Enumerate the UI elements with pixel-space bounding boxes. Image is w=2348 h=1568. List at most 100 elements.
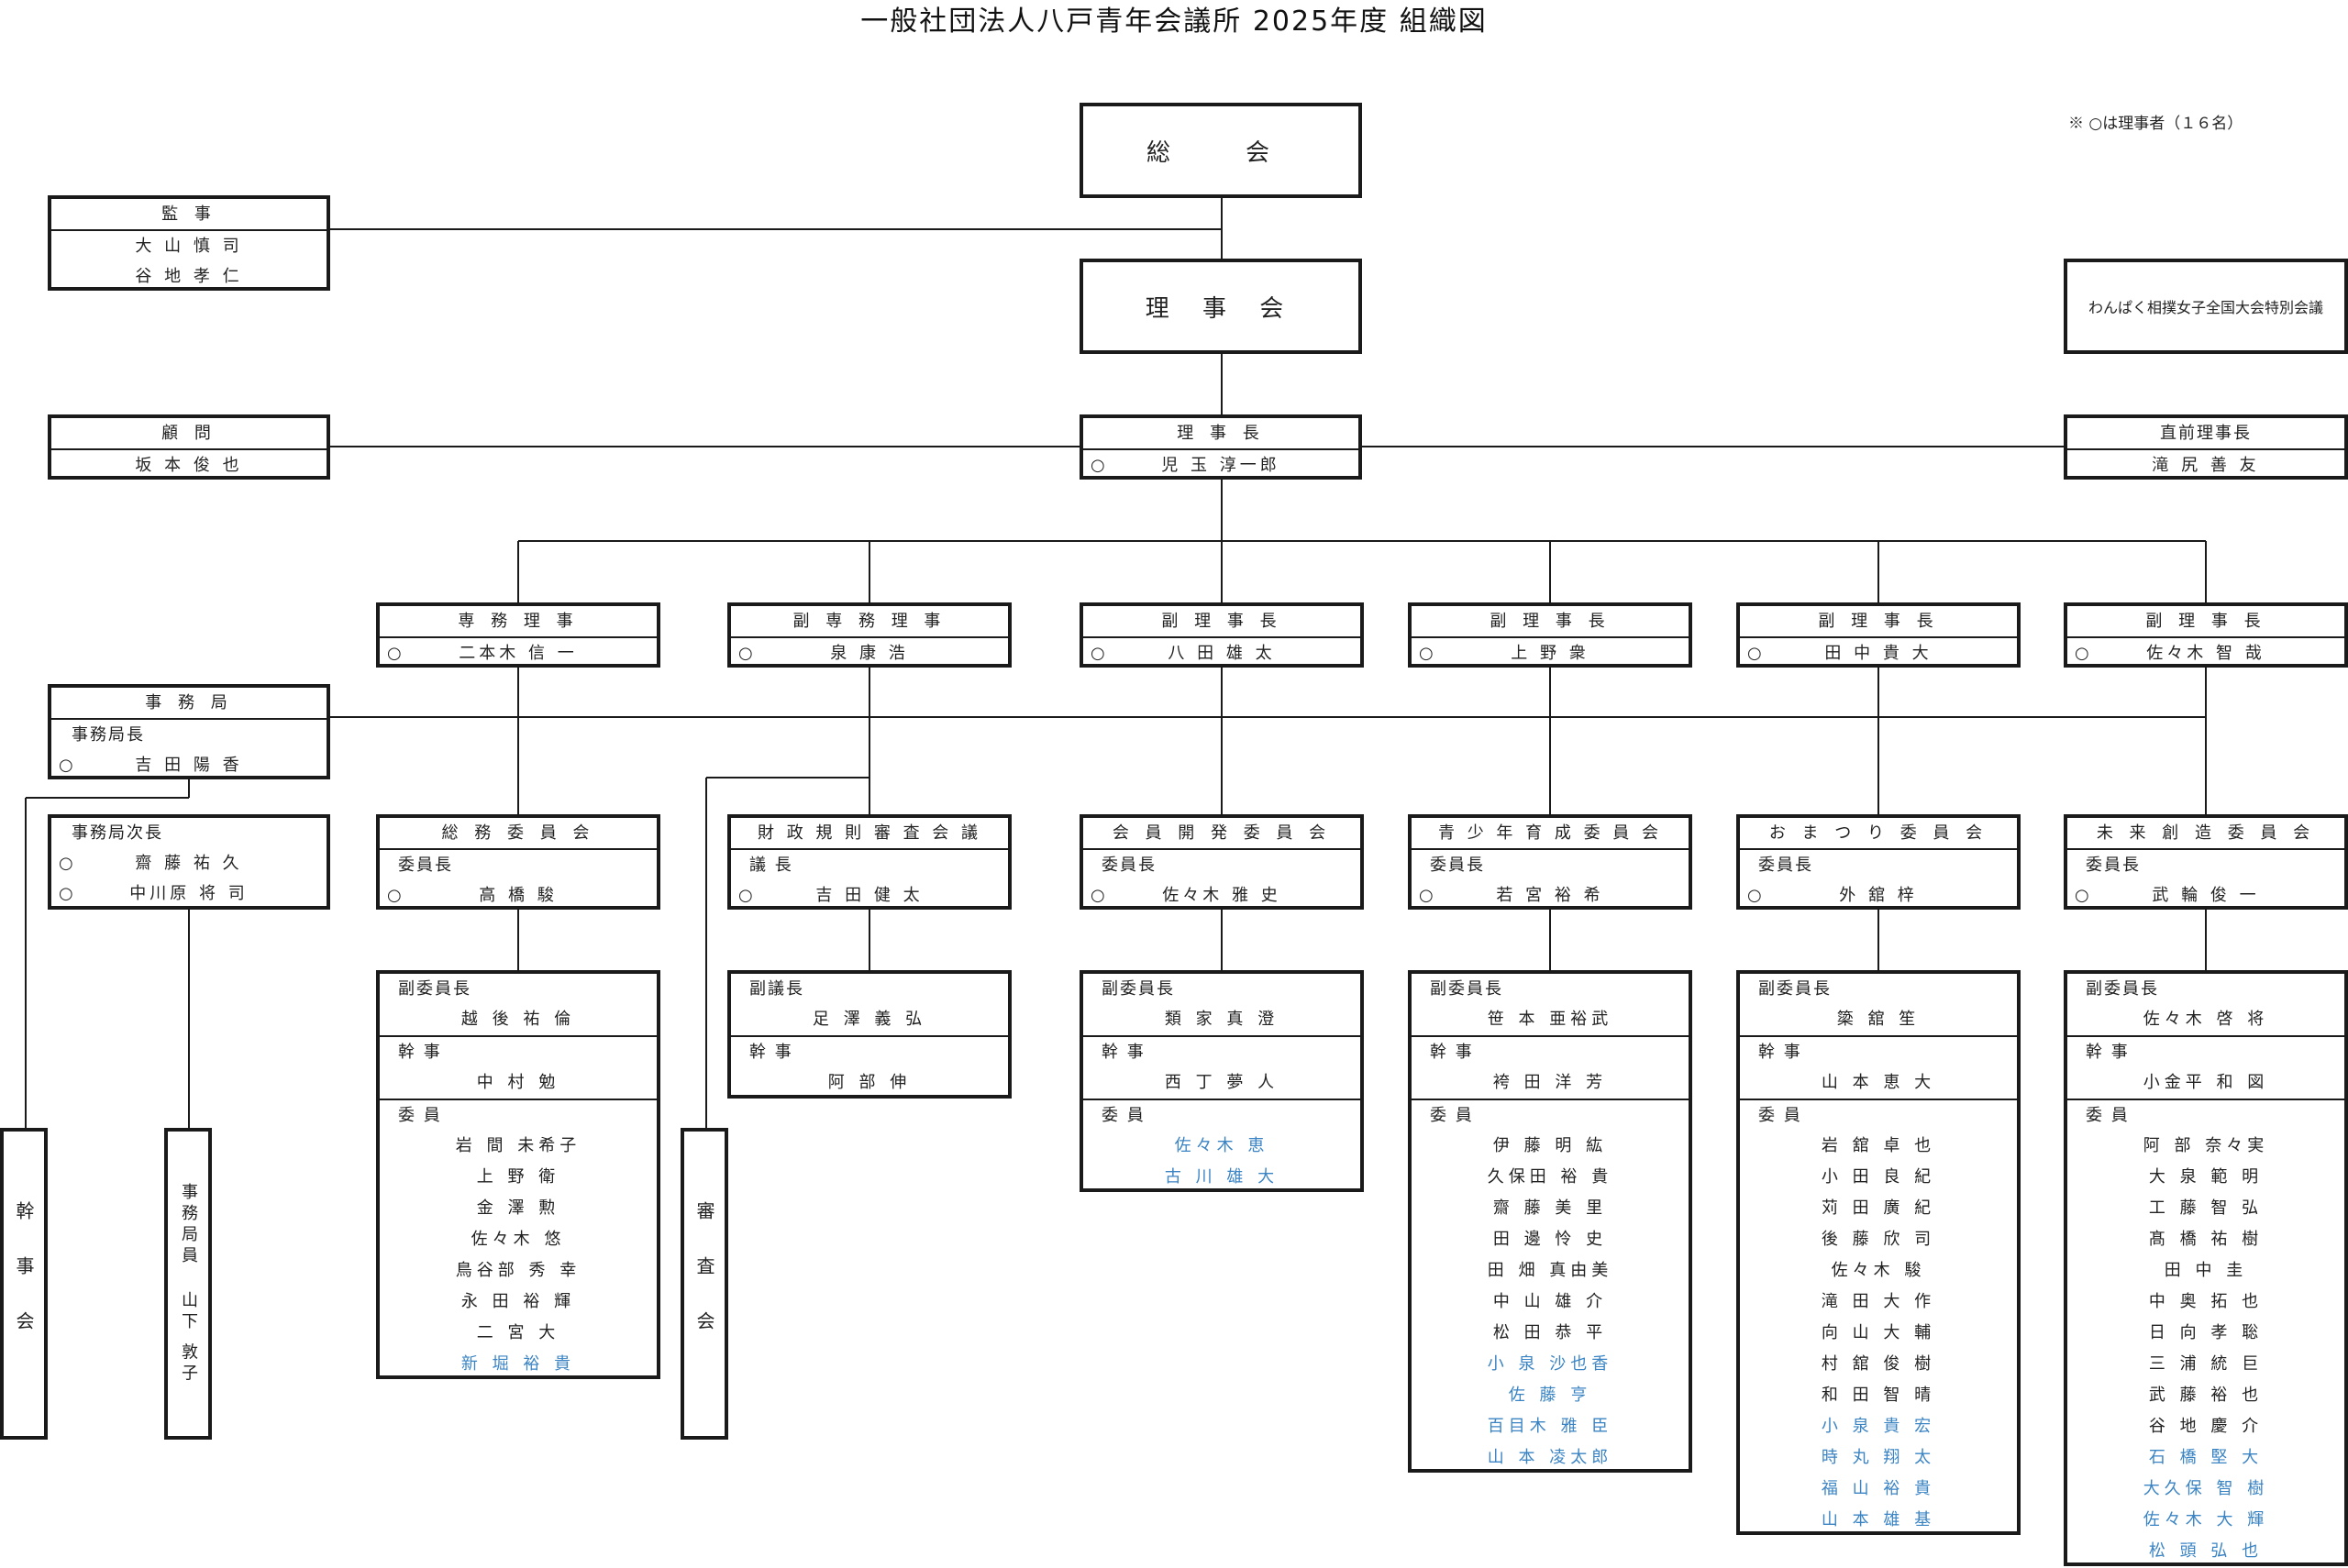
member-role-label: 委 員 (1102, 1106, 1146, 1125)
special-meeting-box: わんぱく相撲女子全国大会特別会議 (2064, 259, 2348, 354)
member-name: 笹 本 亜裕武 (1487, 1010, 1613, 1029)
member-section: 幹 事小金平 和 図 (2067, 1035, 2344, 1099)
director-mark: ○ (1747, 886, 1762, 905)
member-name: 山 本 恵 大 (1821, 1073, 1936, 1092)
executive-council-box: 幹事会 (0, 1128, 48, 1440)
secretariat-title: 事 務 局 (51, 688, 327, 720)
member-name: 越 後 祐 倫 (460, 1010, 576, 1029)
member-role-label: 委 員 (398, 1106, 442, 1125)
committee-chair-name: 武 輪 俊 一 (2152, 886, 2260, 905)
committee-chair-name: 佐々木 雅 史 (1162, 886, 1281, 905)
member-name: 久保田 裕 貴 (1487, 1167, 1613, 1187)
past-president-title: 直前理事長 (2067, 418, 2344, 450)
committee-box: 総 務 委 員 会 委員長 ○高 橋 駿 (376, 814, 660, 910)
member-role-label: 副議長 (749, 979, 804, 999)
officer-name: 佐々木 智 哉 (2146, 644, 2265, 663)
committee-box: 未 来 創 造 委 員 会 委員長 ○武 輪 俊 一 (2064, 814, 2348, 910)
committee-member-box: 副委員長笹 本 亜裕武幹 事袴 田 洋 芳委 員伊 藤 明 紘久保田 裕 貴齋 … (1408, 970, 1692, 1473)
member-name: 岩 舘 卓 也 (1821, 1136, 1936, 1155)
member-name: 滝 田 大 作 (1821, 1292, 1936, 1311)
member-name: 苅 田 廣 紀 (1821, 1198, 1936, 1218)
secretariat-staff-box: 事務局員 山下 敦子 (164, 1128, 212, 1440)
member-section: 副委員長類 家 真 澄 (1083, 974, 1360, 1035)
committee-title: 未 来 創 造 委 員 会 (2067, 818, 2344, 850)
member-name: 金 澤 勲 (476, 1198, 560, 1218)
member-section: 委 員伊 藤 明 紘久保田 裕 貴齋 藤 美 里田 邊 怜 史田 畑 真由美中 … (1412, 1099, 1689, 1474)
member-name: 工 藤 智 弘 (2148, 1198, 2264, 1218)
past-president-box: 直前理事長 滝 尻 善 友 (2064, 414, 2348, 480)
member-role-label: 幹 事 (749, 1043, 793, 1062)
committee-role-label: 議 長 (749, 856, 793, 875)
member-section: 幹 事中 村 勉 (380, 1035, 657, 1099)
officer-name: 二本木 信 一 (459, 644, 578, 663)
member-name: 武 藤 裕 也 (2148, 1386, 2264, 1405)
officer-title: 副 理 事 長 (1083, 606, 1360, 638)
president-title: 理 事 長 (1083, 418, 1358, 450)
advisor-title: 顧 問 (51, 418, 327, 450)
advisor-box: 顧 問 坂 本 俊 也 (48, 414, 330, 480)
officer-name: 上 野 衆 (1511, 644, 1589, 663)
member-section: 副委員長佐々木 啓 将 (2067, 974, 2344, 1035)
secretariat-box: 事 務 局 事務局長 ○ 吉 田 陽 香 (48, 684, 330, 779)
secretariat-chief-name: 吉 田 陽 香 (135, 756, 243, 775)
member-name: 田 畑 真由美 (1487, 1261, 1613, 1280)
committee-member-box: 副委員長類 家 真 澄幹 事西 丁 夢 人委 員佐々木 恵古 川 雄 大 (1080, 970, 1364, 1192)
director-mark: ○ (1419, 644, 1434, 663)
member-name: 松 頭 弘 也 (2148, 1541, 2264, 1561)
member-name: 岩 間 未希子 (455, 1136, 581, 1155)
member-section: 幹 事阿 部 伸 (731, 1035, 1008, 1099)
director-mark: ○ (59, 854, 73, 873)
committee-chair-name: 吉 田 健 太 (815, 886, 924, 905)
member-name: 足 澤 義 弘 (812, 1010, 927, 1029)
member-role-label: 幹 事 (1430, 1043, 1474, 1062)
member-section: 幹 事西 丁 夢 人 (1083, 1035, 1360, 1099)
member-name: 三 浦 統 巨 (2148, 1354, 2264, 1374)
officer-title: 副 専 務 理 事 (731, 606, 1008, 638)
member-name: 類 家 真 澄 (1164, 1010, 1279, 1029)
member-name: 中 奥 拓 也 (2148, 1292, 2264, 1311)
committee-box: 財 政 規 則 審 査 会 議 議 長 ○吉 田 健 太 (727, 814, 1012, 910)
member-name: 簗 舘 笙 (1836, 1010, 1921, 1029)
officer-name: 泉 康 浩 (830, 644, 909, 663)
secretariat-chief-label: 事務局長 (72, 725, 145, 745)
member-name: 向 山 大 輔 (1821, 1323, 1936, 1342)
officer-title: 副 理 事 長 (1412, 606, 1689, 638)
officer-box: 副 理 事 長 ○田 中 貴 大 (1736, 602, 2021, 668)
director-mark: ○ (1091, 644, 1105, 663)
member-section: 副委員長簗 舘 笙 (1740, 974, 2017, 1035)
member-name: 袴 田 洋 芳 (1492, 1073, 1608, 1092)
member-name: 中 村 勉 (476, 1073, 560, 1092)
officer-title: 副 理 事 長 (2067, 606, 2344, 638)
review-board-label: 審査会 (693, 1201, 715, 1366)
deputy-secretariat-label: 事務局次長 (72, 823, 163, 843)
member-name: 田 中 圭 (2164, 1261, 2248, 1280)
member-name: 佐々木 駿 (1831, 1261, 1926, 1280)
director-mark: ○ (738, 886, 753, 905)
committee-box: お ま つ り 委 員 会 委員長 ○外 舘 梓 (1736, 814, 2021, 910)
secretariat-staff-label: 事務局員 (179, 1182, 198, 1267)
deputy-secretariat-box: 事務局次長 ○ 齋 藤 祐 久 ○ 中川原 将 司 (48, 814, 330, 910)
member-role-label: 幹 事 (2086, 1043, 2130, 1062)
member-role-label: 副委員長 (1758, 979, 1832, 999)
member-role-label: 委 員 (1758, 1106, 1802, 1125)
member-name: 齋 藤 美 里 (1492, 1198, 1608, 1218)
committee-role-label: 委員長 (1758, 856, 1813, 875)
past-president-name: 滝 尻 善 友 (2152, 456, 2260, 475)
member-name: 中 山 雄 介 (1492, 1292, 1608, 1311)
committee-member-box: 副委員長佐々木 啓 将幹 事小金平 和 図委 員阿 部 奈々実大 泉 範 明工 … (2064, 970, 2348, 1566)
member-name: 後 藤 欣 司 (1821, 1230, 1936, 1249)
president-box: 理 事 長 ○ 児 玉 淳一郎 (1080, 414, 1362, 480)
member-name: 百目木 雅 臣 (1487, 1417, 1613, 1436)
director-mark: ○ (738, 644, 753, 663)
committee-member-box: 副委員長簗 舘 笙幹 事山 本 恵 大委 員岩 舘 卓 也小 田 良 紀苅 田 … (1736, 970, 2021, 1535)
member-name: 田 邊 怜 史 (1492, 1230, 1608, 1249)
member-name: 古 川 雄 大 (1164, 1167, 1279, 1187)
committee-role-label: 委員長 (1102, 856, 1157, 875)
auditors-title: 監 事 (51, 199, 327, 231)
officer-box: 専 務 理 事 ○二本木 信 一 (376, 602, 660, 668)
officer-title: 副 理 事 長 (1740, 606, 2017, 638)
director-mark: ○ (2075, 886, 2089, 905)
committee-title: 会 員 開 発 委 員 会 (1083, 818, 1360, 850)
member-role-label: 副委員長 (1430, 979, 1503, 999)
